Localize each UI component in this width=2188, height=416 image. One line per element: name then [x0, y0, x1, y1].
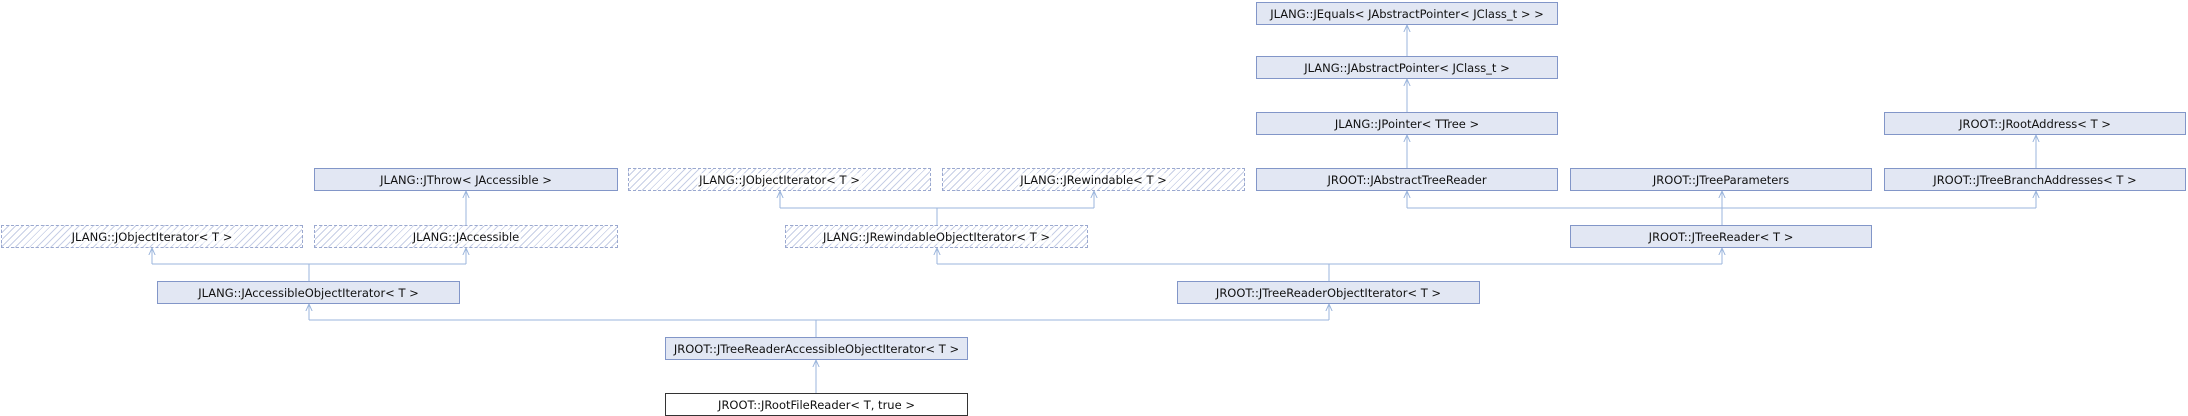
class-node-jobjectiterator-mid[interactable]: JLANG::JObjectIterator< T > [628, 168, 931, 191]
class-node-jequals[interactable]: JLANG::JEquals< JAbstractPointer< JClass… [1256, 2, 1558, 25]
class-node-jtreereaderobjectiterator[interactable]: JROOT::JTreeReaderObjectIterator< T > [1177, 281, 1480, 304]
class-label: JROOT::JAbstractTreeReader [1327, 172, 1487, 187]
class-label: JLANG::JObjectIterator< T > [69, 229, 235, 244]
class-node-jtreebranchaddresses[interactable]: JROOT::JTreeBranchAddresses< T > [1884, 168, 2186, 191]
class-node-jabstracttreereader[interactable]: JROOT::JAbstractTreeReader [1256, 168, 1558, 191]
class-label: JLANG::JAccessible [410, 229, 522, 244]
edge-jtreereader-parents [1407, 207, 2036, 225]
class-label: JLANG::JThrow< JAccessible > [380, 172, 552, 187]
edge-jtreereaderobjectiterator-parents [937, 263, 1722, 281]
class-label: JLANG::JPointer< TTree > [1334, 116, 1480, 131]
class-node-jtreereaderaccessibleobjectiterator[interactable]: JROOT::JTreeReaderAccessibleObjectIterat… [665, 337, 968, 360]
class-node-jrewindable[interactable]: JLANG::JRewindable< T > [942, 168, 1245, 191]
class-label: JROOT::JRootAddress< T > [1959, 116, 2111, 131]
class-label: JROOT::JTreeReaderObjectIterator< T > [1215, 285, 1442, 300]
class-node-jpointer[interactable]: JLANG::JPointer< TTree > [1256, 112, 1558, 135]
edge-jrewindableobjectiterator-parents [780, 207, 1094, 225]
class-node-jrootfilereader: JROOT::JRootFileReader< T, true > [665, 393, 968, 416]
class-node-jtreereader[interactable]: JROOT::JTreeReader< T > [1570, 225, 1872, 248]
class-label: JROOT::JTreeBranchAddresses< T > [1933, 172, 2137, 187]
class-node-jrootaddress[interactable]: JROOT::JRootAddress< T > [1884, 112, 2186, 135]
edge-jtreereaderaccessible-parents [309, 319, 1329, 337]
class-label: JLANG::JRewindable< T > [1018, 172, 1169, 187]
class-label: JLANG::JObjectIterator< T > [697, 172, 862, 187]
class-label: JLANG::JAbstractPointer< JClass_t > [1304, 60, 1510, 75]
class-label: JROOT::JRootFileReader< T, true > [718, 397, 915, 412]
class-node-jthrow[interactable]: JLANG::JThrow< JAccessible > [314, 168, 618, 191]
class-label: JLANG::JAccessibleObjectIterator< T > [198, 285, 419, 300]
class-node-jobjectiterator-left[interactable]: JLANG::JObjectIterator< T > [1, 225, 303, 248]
class-label: JROOT::JTreeReader< T > [1648, 229, 1794, 244]
class-label: JLANG::JRewindableObjectIterator< T > [820, 229, 1053, 244]
class-node-jrewindableobjectiterator[interactable]: JLANG::JRewindableObjectIterator< T > [785, 225, 1088, 248]
class-label: JROOT::JTreeReaderAccessibleObjectIterat… [673, 341, 960, 356]
class-node-jabstractpointer[interactable]: JLANG::JAbstractPointer< JClass_t > [1256, 56, 1558, 79]
class-label: JROOT::JTreeParameters [1652, 172, 1790, 187]
class-node-jaccessibleobjectiterator[interactable]: JLANG::JAccessibleObjectIterator< T > [157, 281, 460, 304]
class-node-jaccessible[interactable]: JLANG::JAccessible [314, 225, 618, 248]
class-node-jtreeparameters[interactable]: JROOT::JTreeParameters [1570, 168, 1872, 191]
edge-jaccessibleobjectiterator-parents [152, 263, 466, 281]
class-label: JLANG::JEquals< JAbstractPointer< JClass… [1270, 6, 1544, 21]
